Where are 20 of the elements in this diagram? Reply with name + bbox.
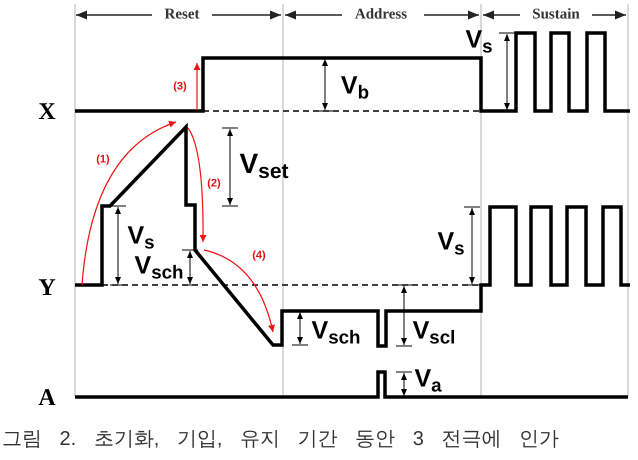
step-number: (2) xyxy=(207,178,221,190)
period-label: Address xyxy=(354,8,408,22)
voltage-label: V$_{set}$ xyxy=(239,150,289,178)
voltage-label: V$_{a}$ xyxy=(414,366,442,392)
voltage-label: V$_{b}$ xyxy=(340,74,370,98)
signal-label: A xyxy=(38,386,56,410)
signal-label: Y xyxy=(38,276,56,300)
voltage-label: V$_{s}$ xyxy=(465,28,493,52)
figure-caption: 그림 2. 초기화, 기입, 유지 기간 동안 3 전극에 인가 xyxy=(2,427,559,452)
period-label: Sustain xyxy=(532,8,580,22)
step-number: (4) xyxy=(252,250,266,262)
period-label: Reset xyxy=(164,8,200,22)
step-number: (1) xyxy=(96,154,110,166)
voltage-label: V$_{scl}$ xyxy=(412,318,456,344)
voltage-label: V$_{sch}$ xyxy=(134,254,184,278)
signal-label: X xyxy=(38,100,56,124)
voltage-label: V$_{s}$ xyxy=(127,224,155,248)
step-number: (3) xyxy=(173,82,187,92)
voltage-label: V$_{s}$ xyxy=(437,230,465,254)
voltage-label: V$_{sch}$ xyxy=(312,318,360,344)
